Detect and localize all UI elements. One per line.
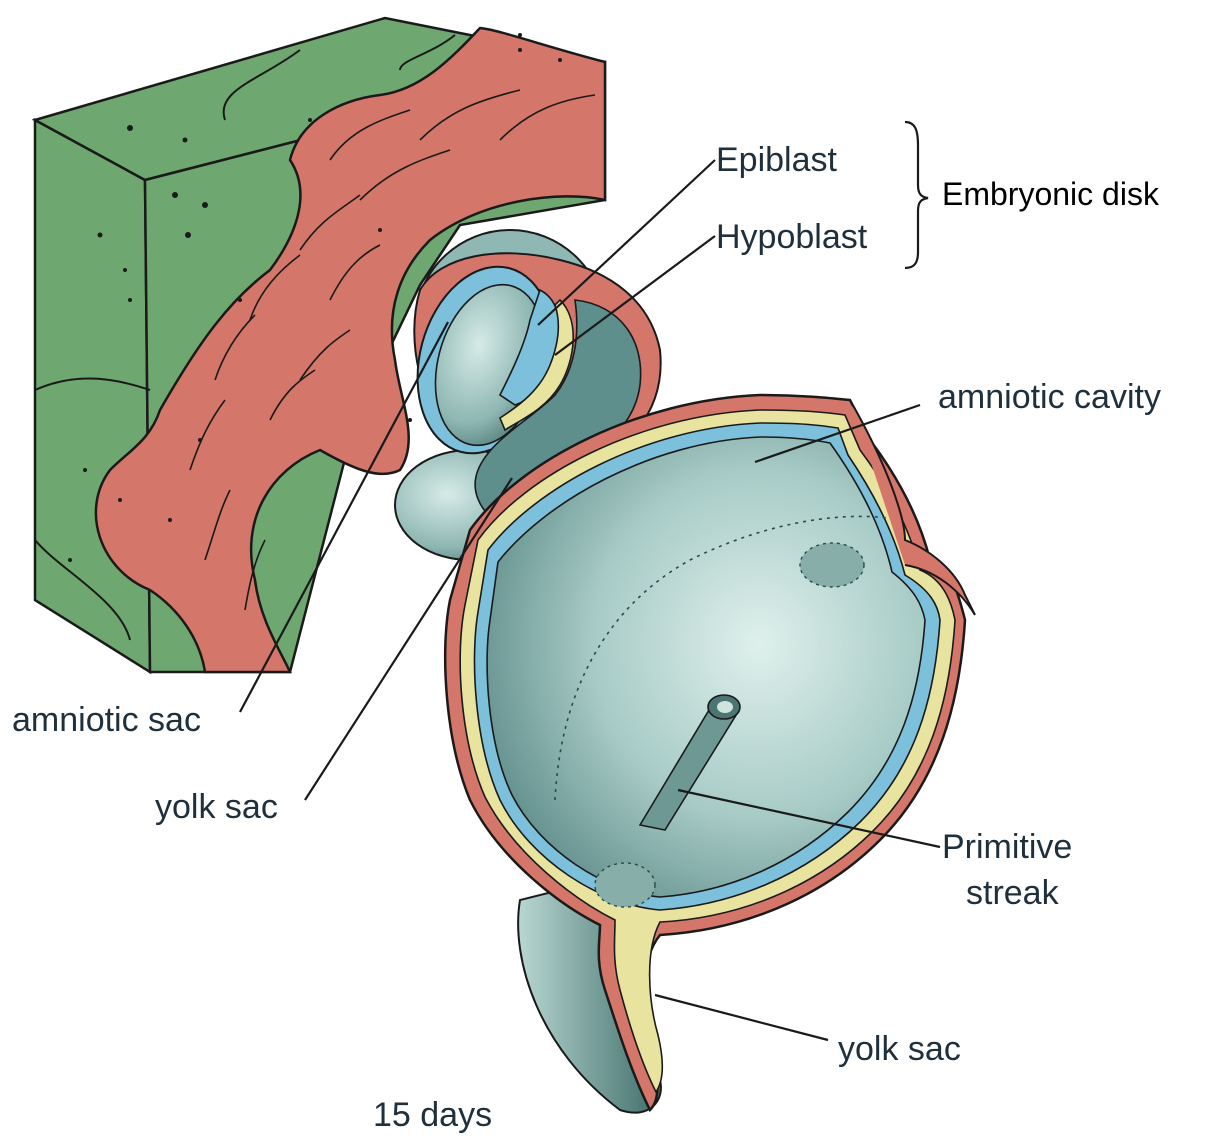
amniotic-sac-label: amniotic sac [12, 703, 201, 737]
embryonic-disk-bracket [905, 122, 928, 268]
hypoblast-label: Hypoblast [716, 220, 867, 254]
embryonic-disk-label: Embryonic disk [942, 178, 1159, 210]
epiblast-label: Epiblast [716, 143, 837, 177]
yolk-sac-upper-label: yolk sac [155, 790, 278, 824]
caption-label: 15 days [373, 1098, 492, 1132]
primitive-streak-label-line1: Primitive [942, 830, 1072, 864]
lower-sac [445, 395, 975, 1113]
primitive-streak-label-line2: streak [966, 876, 1059, 910]
yolk-sac-lower-leader [655, 995, 828, 1040]
yolk-sac-lower-label: yolk sac [838, 1032, 961, 1066]
amniotic-cavity-label: amniotic cavity [938, 380, 1161, 414]
